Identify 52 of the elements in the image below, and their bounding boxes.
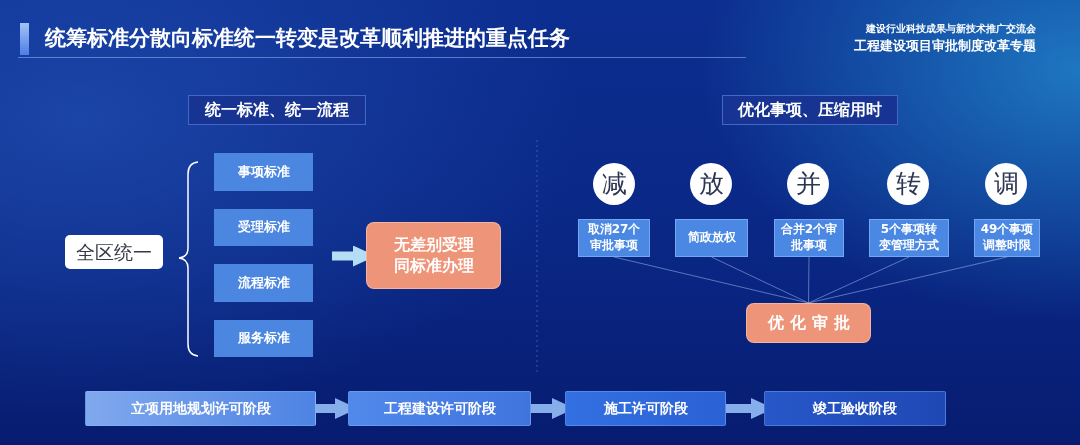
circle-character: 放 [698,167,724,200]
result-text: 同标准办理 [393,255,474,277]
standard-box [214,320,313,357]
section-heading: 统一标准、统一流程 [205,99,349,121]
section-heading-box [188,95,366,125]
circle-character: 并 [795,167,821,200]
box-label: 受理标准 [237,219,290,236]
box-label: 49个事项调整时限 [979,222,1035,254]
label-box [65,235,163,269]
measure-box [675,219,748,257]
box-label: 取消27个审批事项 [586,222,642,254]
section-heading-box [722,95,898,125]
result-text: 无差别受理 [393,234,474,256]
circle-character: 减 [601,167,627,200]
connector-line [711,256,809,304]
connector-line [808,256,1008,304]
topic-subtitle: 工程建设项目审批制度改革专题 [854,37,1036,54]
standard-box [214,153,313,191]
node-label: 全区统一 [76,239,152,265]
character-circle [690,163,732,205]
result-text: 优化审批 [766,312,856,334]
box-label: 服务标准 [237,330,290,347]
box-label: 简政放权 [687,230,736,246]
connector-line [613,256,809,304]
result-box [366,222,501,289]
character-circle [887,163,929,205]
standard-box [214,209,313,246]
section-heading: 优化事项、压缩用时 [738,99,882,121]
stage-label: 工程建设许可阶段 [383,399,496,418]
box-label: 合并2个审批事项 [779,222,839,254]
box-label: 事项标准 [237,163,290,181]
character-circle [593,163,635,205]
event-name: 建设行业科技成果与新技术推广交流会 [866,22,1036,36]
box-label: 流程标准 [237,274,290,292]
connector-line [808,256,910,304]
stage-box [85,391,316,426]
stage-box [565,391,726,426]
stage-label: 立项用地规划许可阶段 [130,399,271,418]
measure-box [869,219,949,257]
character-circle [787,163,829,205]
character-circle [985,163,1027,205]
measure-box [578,219,650,257]
box-label: 5个事项转变管理方式 [878,222,940,254]
circle-character: 转 [895,167,921,200]
standard-box [214,264,313,302]
stage-box [764,391,946,426]
stage-label: 施工许可阶段 [603,399,688,418]
circle-character: 调 [993,167,1019,200]
result-box [746,303,871,343]
slide-title: 统筹标准分散向标准统一转变是改革顺利推进的重点任务 [45,25,570,52]
stage-label: 竣工验收阶段 [813,399,897,418]
stage-box [348,391,531,426]
